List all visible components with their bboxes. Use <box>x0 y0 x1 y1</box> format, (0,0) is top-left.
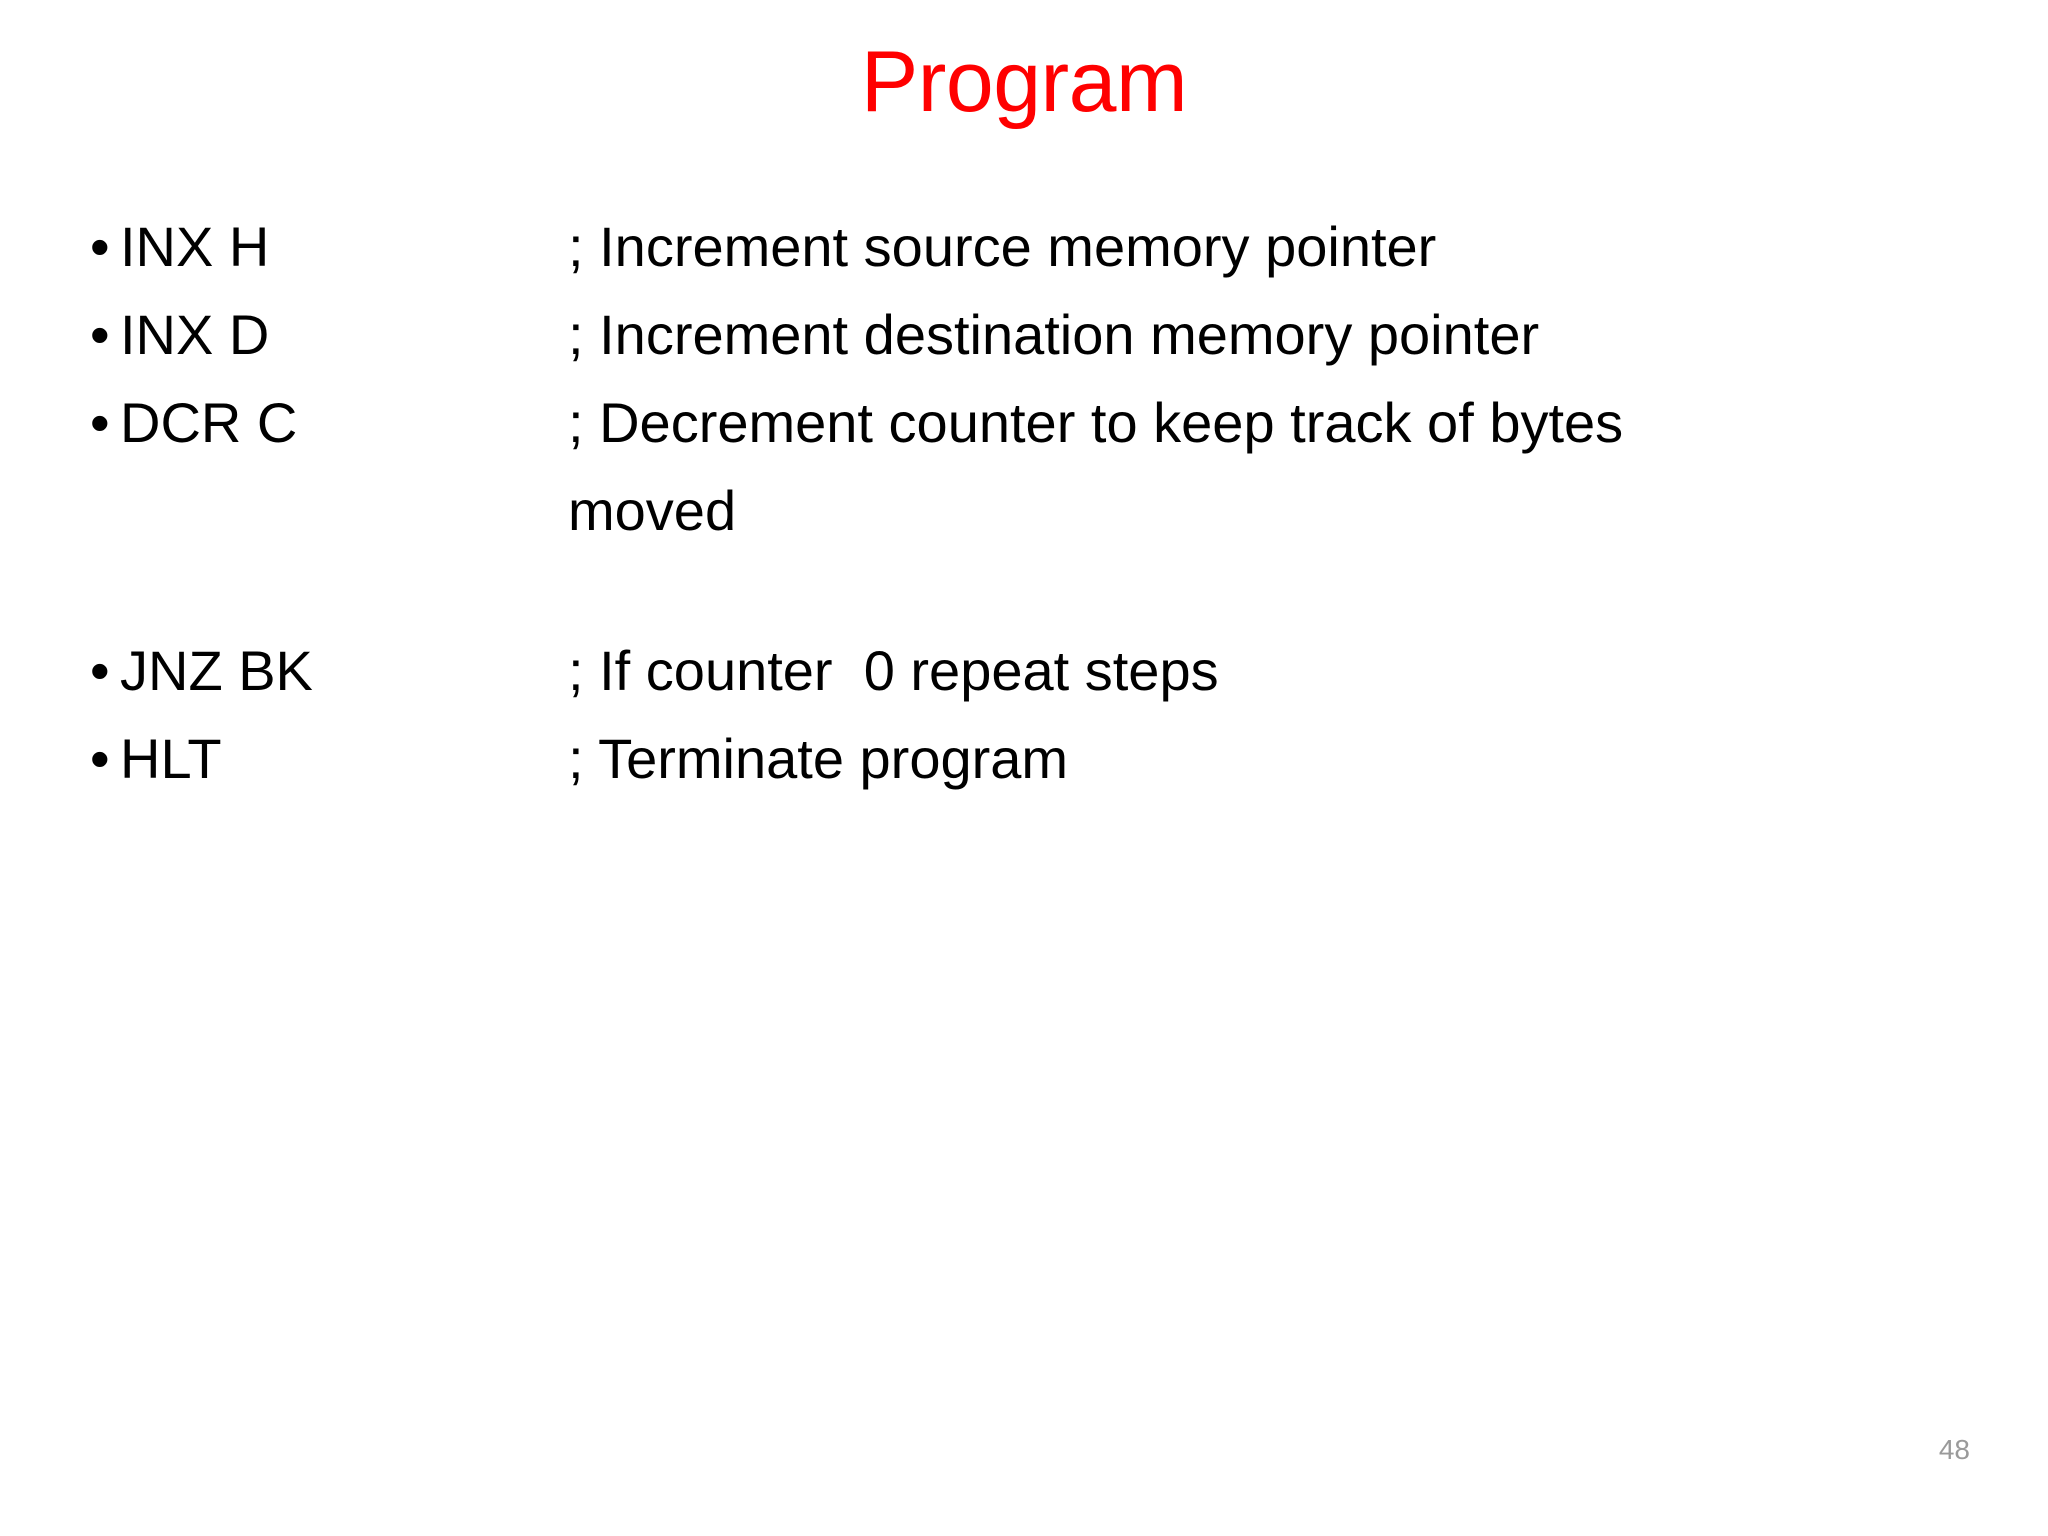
bullet-icon: • <box>90 391 110 454</box>
instruction-mnemonic: DCR C <box>120 391 298 454</box>
list-item[interactable]: • INX D ; Increment destination memory p… <box>86 291 1946 379</box>
instruction-mnemonic: JNZ BK <box>120 639 313 702</box>
instruction-mnemonic: INX D <box>120 303 270 366</box>
instruction-comment: ; Increment destination memory pointer <box>568 303 1540 366</box>
page-title: Program <box>860 34 1188 130</box>
instruction-comment: ; If counter 0 repeat steps <box>568 639 1219 702</box>
list-item[interactable]: • DCR C ; Decrement counter to keep trac… <box>86 379 1946 555</box>
instruction-comment: ; Increment source memory pointer <box>568 215 1437 278</box>
page-number: 48 <box>1938 1434 1970 1465</box>
instruction-comment: ; Terminate program <box>568 727 1069 790</box>
instruction-mnemonic: HLT <box>120 727 222 790</box>
bullet-icon: • <box>90 727 110 790</box>
bullet-icon: • <box>90 639 110 702</box>
list-item[interactable]: • INX H ; Increment source memory pointe… <box>86 203 1946 291</box>
instruction-mnemonic: INX H <box>120 215 270 278</box>
instruction-comment: ; Decrement counter to keep track of byt… <box>568 391 1639 542</box>
bullet-icon: • <box>90 215 110 278</box>
list-item[interactable]: • HLT ; Terminate program <box>86 715 1946 803</box>
list-item[interactable]: • JNZ BK ; If counter 0 repeat steps <box>86 627 1946 715</box>
program-instruction-list: • INX H ; Increment source memory pointe… <box>86 203 1946 803</box>
bullet-icon: • <box>90 303 110 366</box>
